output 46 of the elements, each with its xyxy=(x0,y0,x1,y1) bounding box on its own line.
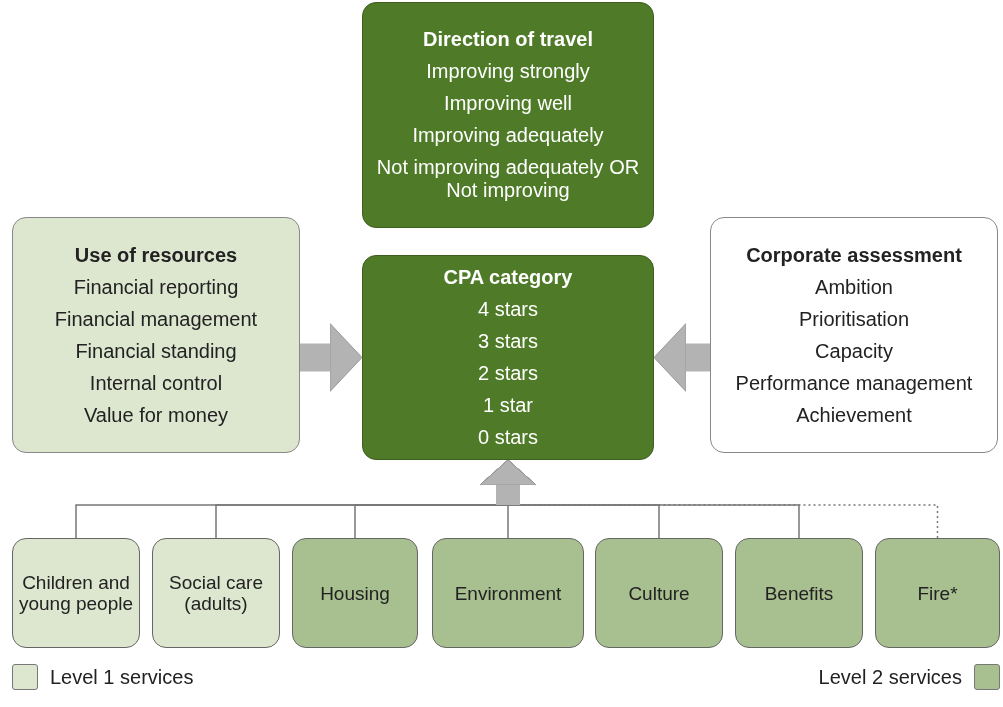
service-label: Housing xyxy=(320,582,390,604)
list-item: 1 star xyxy=(483,394,533,417)
list-item: 2 stars xyxy=(478,362,538,385)
list-item: Financial standing xyxy=(75,339,237,363)
list-item: Ambition xyxy=(815,275,893,299)
block-arrow-stem xyxy=(496,485,520,505)
list-item: Capacity xyxy=(815,339,893,363)
list-item: Improving well xyxy=(444,92,572,115)
service-label: Children and young people xyxy=(17,572,135,614)
list-item: 3 stars xyxy=(478,330,538,353)
list-item: 0 stars xyxy=(478,426,538,449)
block-arrow xyxy=(300,323,363,392)
list-item: Not improving adequately OR Not improving xyxy=(375,156,641,202)
service-box xyxy=(12,538,140,648)
box-heading: Corporate assessment xyxy=(746,243,962,267)
list-item: Performance management xyxy=(735,371,973,395)
block-arrow xyxy=(653,323,710,392)
box-heading: Use of resources xyxy=(74,243,238,267)
service-box xyxy=(875,538,1000,648)
list-item: Improving strongly xyxy=(426,60,590,83)
service-box xyxy=(432,538,584,648)
rating-box xyxy=(362,2,654,228)
list-item: 4 stars xyxy=(478,298,538,321)
list-item: Internal control xyxy=(89,371,223,395)
box-heading: CPA category xyxy=(443,266,573,289)
service-label: Environment xyxy=(454,582,562,604)
service-label: Culture xyxy=(628,582,690,604)
list-item: Financial management xyxy=(54,307,258,331)
list-item: Achievement xyxy=(796,403,912,427)
service-label: Benefits xyxy=(764,582,834,604)
list-item: Financial reporting xyxy=(73,275,239,299)
service-box xyxy=(152,538,280,648)
legend-label: Level 1 services xyxy=(50,665,194,690)
list-item: Prioritisation xyxy=(798,307,909,331)
service-label: Fire* xyxy=(917,582,958,604)
list-item: Value for money xyxy=(83,403,229,427)
service-label: Social care (adults) xyxy=(168,572,264,614)
service-box xyxy=(292,538,418,648)
rating-box xyxy=(362,255,654,460)
assessment-box xyxy=(12,217,300,453)
box-heading: Direction of travel xyxy=(422,28,593,51)
legend-label: Level 2 services xyxy=(818,665,962,690)
list-item: Improving adequately xyxy=(412,124,604,147)
service-box xyxy=(595,538,723,648)
service-box xyxy=(735,538,863,648)
assessment-box xyxy=(710,217,998,453)
